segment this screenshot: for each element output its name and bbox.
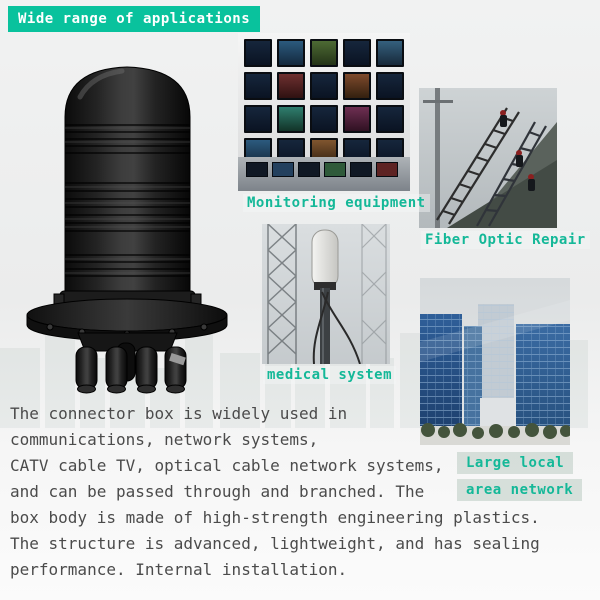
splice-closure-graphic — [26, 66, 228, 394]
antenna-pole-graphic — [262, 224, 390, 364]
description-line: CATV cable TV, optical cable network sys… — [10, 456, 444, 475]
ladder-workers-graphic — [419, 88, 557, 228]
description-line: The structure is advanced, lightweight, … — [10, 534, 540, 553]
banner-title: Wide range of applications — [8, 6, 261, 32]
monitor-wall — [238, 33, 410, 166]
worker-figures — [500, 110, 535, 191]
network-photo — [420, 278, 570, 445]
description-line: box body is made of high-strength engine… — [10, 508, 540, 527]
caption-network-line2: area network — [457, 479, 583, 501]
caption-fiber-repair: Fiber Optic Repair — [421, 231, 590, 249]
medical-photo — [262, 224, 390, 364]
buildings-graphic — [420, 278, 570, 445]
caption-monitoring: Monitoring equipment — [243, 194, 430, 212]
description-line: communications, network systems, — [10, 430, 319, 449]
description-line: The connector box is widely used in — [10, 404, 348, 423]
caption-medical: medical system — [263, 366, 397, 384]
monitoring-photo — [238, 33, 410, 191]
caption-network-line1: Large local — [457, 452, 574, 474]
fiber-repair-photo — [419, 88, 557, 228]
product-photo — [20, 55, 235, 400]
description-line: and can be passed through and branched. … — [10, 482, 425, 501]
description-line: performance. Internal installation. — [10, 560, 348, 579]
description-text: The connector box is widely used in comm… — [10, 401, 540, 583]
control-desk — [238, 157, 410, 191]
